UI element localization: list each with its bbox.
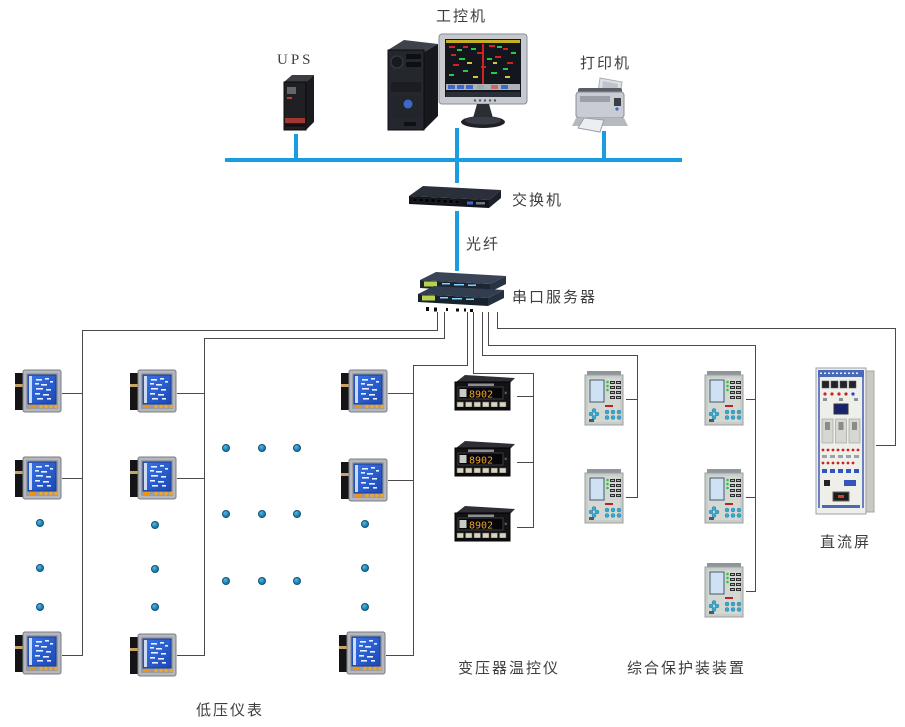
wire-stub <box>746 591 756 592</box>
ellipsis-dot <box>293 444 301 452</box>
lv-meter-icon <box>340 368 388 414</box>
printer-icon <box>570 76 630 134</box>
wire-stub <box>626 399 638 400</box>
fiber-line <box>455 211 459 271</box>
ellipsis-dot <box>151 603 159 611</box>
protection-devices-label: 综合保护装装置 <box>627 661 747 677</box>
lv-meter-icon <box>338 630 386 676</box>
printer-label: 打印机 <box>580 56 632 72</box>
wire-stub <box>746 399 756 400</box>
wire-stub <box>517 396 534 397</box>
wire-segment <box>876 445 896 446</box>
wire-segment <box>488 345 756 346</box>
ups-label: UPS <box>277 52 314 68</box>
ellipsis-dot <box>293 577 301 585</box>
ellipsis-dot <box>361 603 369 611</box>
wire-segment <box>482 312 483 355</box>
serial-server-label: 串口服务器 <box>512 290 598 306</box>
ellipsis-dot <box>258 577 266 585</box>
lv-meter-icon <box>14 455 62 501</box>
wire-segment <box>82 330 83 655</box>
dc-panel-label: 直流屏 <box>820 535 872 551</box>
ellipsis-dot <box>36 603 44 611</box>
ups-drop-line <box>294 134 298 158</box>
wire-stub <box>517 527 534 528</box>
ellipsis-dot <box>293 510 301 518</box>
protection-device-icon <box>701 562 747 620</box>
wire-stub <box>62 393 83 394</box>
lv-meter-icon <box>14 368 62 414</box>
wire-stub <box>746 497 756 498</box>
wire-stub <box>626 497 638 498</box>
ellipsis-dot <box>222 444 230 452</box>
lv-meter-icon <box>129 368 177 414</box>
ellipsis-dot <box>151 565 159 573</box>
lv-meter-icon <box>14 630 62 676</box>
wire-stub <box>62 478 83 479</box>
protection-device-icon <box>701 370 747 428</box>
protection-device-icon <box>701 468 747 526</box>
protection-device-icon <box>581 370 627 428</box>
ellipsis-dot <box>361 520 369 528</box>
ellipsis-dot <box>258 444 266 452</box>
wire-stub <box>62 655 83 656</box>
wire-segment <box>473 312 474 373</box>
ethernet-bus-line <box>225 158 682 162</box>
lv-meter-icon <box>129 632 177 678</box>
ellipsis-dot <box>361 564 369 572</box>
ups-icon <box>272 74 318 134</box>
temp-controllers-label: 变压器温控仪 <box>458 661 561 677</box>
ellipsis-dot <box>36 564 44 572</box>
ellipsis-dot <box>222 577 230 585</box>
wire-stub <box>388 393 414 394</box>
dc-panel-icon <box>814 366 876 518</box>
wire-segment <box>533 373 534 528</box>
wire-segment <box>482 355 638 356</box>
lv-meters-label: 低压仪表 <box>196 703 265 719</box>
protection-device-icon <box>581 468 627 526</box>
wire-segment <box>413 365 414 655</box>
switch-label: 交换机 <box>512 193 564 209</box>
wire-segment <box>444 312 445 338</box>
printer-drop-line <box>602 131 606 158</box>
wire-stub <box>177 478 205 479</box>
pc-monitor-icon <box>433 32 533 140</box>
wire-stub <box>388 480 414 481</box>
lv-meter-icon <box>129 455 177 501</box>
ellipsis-dot <box>151 521 159 529</box>
serial-server-icon <box>412 270 508 314</box>
temp-controller-icon <box>453 374 517 418</box>
wire-segment <box>497 328 896 329</box>
wire-segment <box>755 345 756 592</box>
pc-drop-line <box>455 128 459 183</box>
wire-segment <box>497 312 498 328</box>
ellipsis-dot <box>36 519 44 527</box>
wire-stub <box>177 393 205 394</box>
wire-segment <box>895 328 896 445</box>
wire-segment <box>467 312 468 365</box>
ellipsis-dot <box>222 510 230 518</box>
lv-meter-icon <box>340 457 388 503</box>
wire-segment <box>204 338 445 339</box>
switch-icon <box>405 182 503 212</box>
wire-segment <box>82 330 438 331</box>
wire-segment <box>413 365 468 366</box>
fiber-label: 光纤 <box>466 237 501 253</box>
wire-stub <box>386 655 414 656</box>
wire-stub <box>177 655 205 656</box>
wire-segment <box>437 312 438 330</box>
temp-controller-icon <box>453 440 517 484</box>
wire-segment <box>204 338 205 655</box>
industrial-pc-label: 工控机 <box>436 9 488 25</box>
wire-stub <box>517 462 534 463</box>
temp-controller-icon <box>453 505 517 549</box>
wire-segment <box>473 373 534 374</box>
ellipsis-dot <box>258 510 266 518</box>
wire-segment <box>637 355 638 498</box>
wire-segment <box>488 312 489 345</box>
